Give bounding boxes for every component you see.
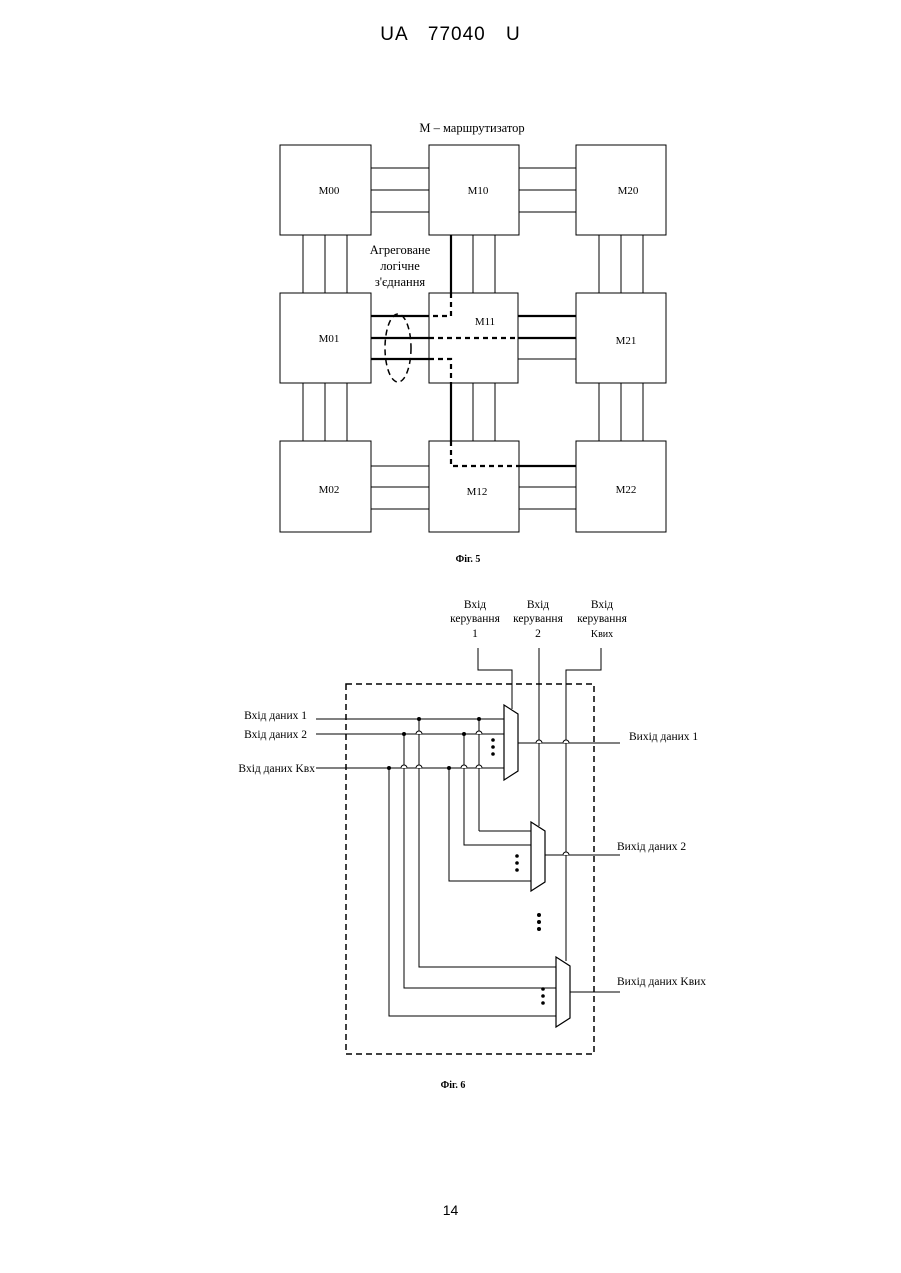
multiplexer-2 (531, 822, 545, 891)
data-output-lines (518, 743, 620, 992)
wire-crossovers (401, 731, 569, 855)
aggregated-label-line1: Агреговане (370, 243, 431, 257)
links-m00-m10 (371, 168, 429, 212)
figure6-caption: Фіг. 6 (441, 1080, 466, 1091)
page-number: 14 (0, 1202, 901, 1218)
links-m11-m21 (518, 316, 576, 359)
router-label-m11: M11 (475, 316, 495, 328)
router-label-m12: M12 (467, 486, 488, 498)
router-label-m01: M01 (319, 333, 340, 345)
data-output-1-label: Вихід даних 1 (629, 731, 698, 743)
links-m01-m11 (371, 316, 429, 359)
links-m20-m21 (599, 235, 643, 293)
data-input-2-label: Вхід даних 2 (244, 729, 307, 741)
aggregated-label-line3: з'єднання (375, 275, 426, 289)
multiplexer-1 (504, 705, 518, 780)
figure5-caption: Фіг. 5 (456, 554, 481, 565)
links-m12-m22 (519, 466, 576, 509)
data-input-k-label: Вхід даних Kвх (238, 763, 315, 775)
links-m01-m02 (303, 383, 347, 441)
links-m21-m22 (599, 383, 643, 441)
data-output-2-label: Вихід даних 2 (617, 841, 686, 853)
multiplexer-k (556, 957, 570, 1027)
data-input-1-label: Вхід даних 1 (244, 710, 307, 722)
control-input-1-line2: керування (450, 613, 500, 625)
data-input-lines (316, 719, 556, 1016)
switch-boundary (346, 684, 594, 1054)
router-label-m22: M22 (616, 484, 637, 496)
router-label-m21: M21 (616, 335, 637, 347)
control-input-k-line1: Вхід (591, 599, 613, 611)
links-m02-m12 (371, 466, 429, 509)
control-input-k-line3: Kвих (591, 629, 613, 640)
control-input-2-line1: Вхід (527, 599, 549, 611)
links-m11-m12 (451, 383, 495, 441)
junction-dots (387, 717, 481, 770)
data-output-k-label: Вихід даних Kвих (617, 976, 706, 988)
control-input-k-line2: керування (577, 613, 627, 625)
router-label-m00: M00 (319, 185, 340, 197)
links-m10-m11 (451, 235, 495, 293)
control-input-2-line3: 2 (535, 628, 541, 640)
router-legend-label: М – маршрутизатор (419, 121, 524, 135)
control-input-2-line2: керування (513, 613, 563, 625)
control-input-1-line1: Вхід (464, 599, 486, 611)
aggregated-link-ellipse (385, 314, 411, 382)
router-label-m10: M10 (468, 185, 489, 197)
links-m00-m01 (303, 235, 347, 293)
router-label-m02: M02 (319, 484, 340, 496)
links-m10-m20 (519, 168, 576, 212)
control-input-1-line3: 1 (472, 628, 478, 640)
aggregated-label-line2: логічне (380, 259, 420, 273)
router-label-m20: M20 (618, 185, 639, 197)
ellipsis-dots (491, 738, 545, 1005)
